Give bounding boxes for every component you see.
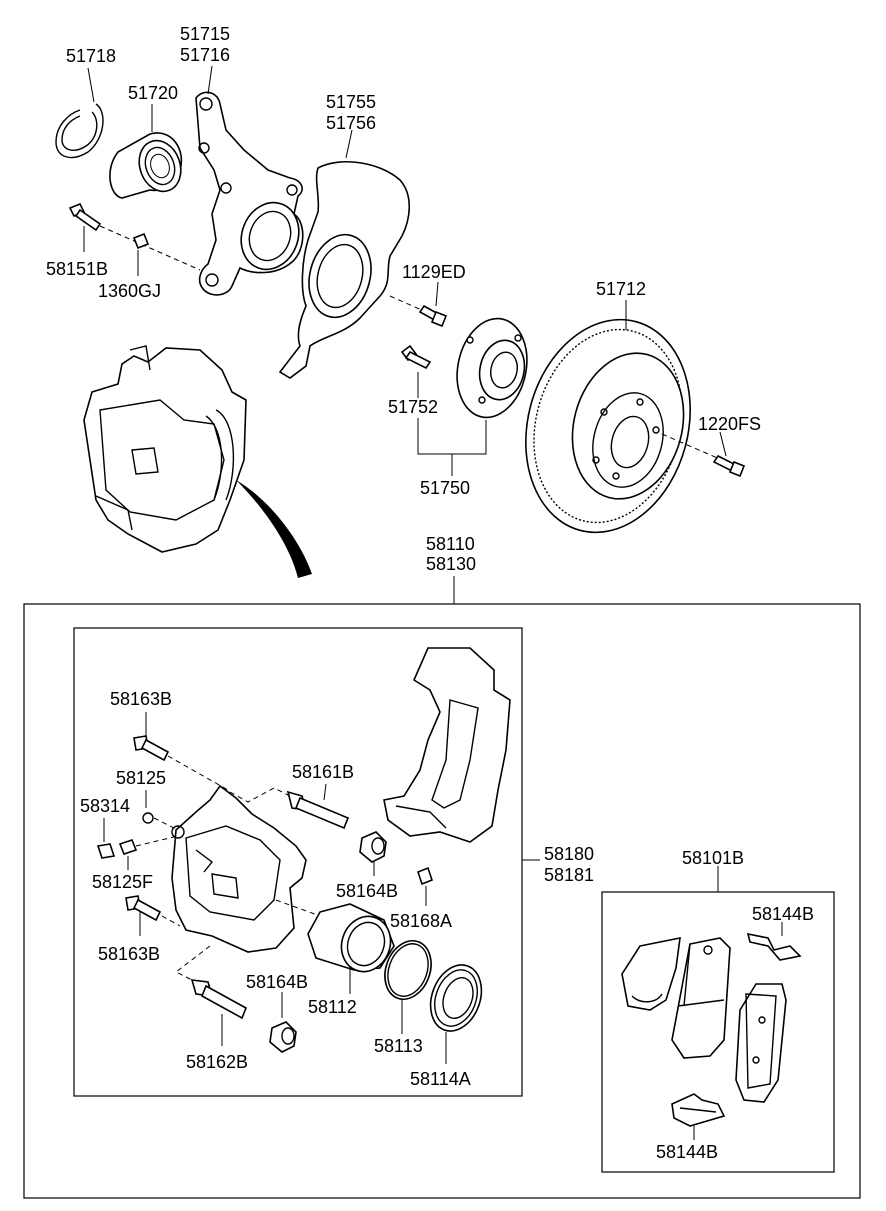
label-58181: 58181 [544,865,594,885]
caliper-body [171,784,321,953]
label-1220FS: 1220FS [698,414,761,434]
guide-bolt-58163B-top [133,712,229,791]
wheel-bearing-51720 [109,104,183,199]
label-51752: 51752 [388,397,438,417]
bolt-58151B [68,202,201,271]
part-labels: 51718 51715 51716 51720 51755 51756 5815… [46,24,814,1162]
guide-bolt-58163B-bottom [125,895,181,936]
label-58151B: 58151B [46,259,108,279]
bolt-1129ED [389,281,448,328]
label-58130: 58130 [426,554,476,574]
brake-disc-51712 [525,300,691,534]
washer-1360GJ [132,232,150,276]
steering-knuckle-51715 [195,65,304,296]
label-51718: 51718 [66,46,116,66]
label-51716: 51716 [180,45,230,65]
pad-clip-58144B-top [746,922,802,961]
label-58164B-bottom: 58164B [246,972,308,992]
label-58113: 58113 [374,1036,423,1056]
snap-ring-51718 [55,67,104,159]
clip-58168A [417,866,433,906]
label-58125: 58125 [116,768,166,788]
label-58163B-bottom: 58163B [98,944,160,964]
pad-clip-58144B-bottom [671,1093,726,1140]
hub-bolt-51752 [400,344,432,398]
label-51755: 51755 [326,92,376,112]
label-51756: 51756 [326,113,376,133]
label-58114A: 58114A [410,1069,471,1089]
label-58163B-top: 58163B [110,689,172,709]
label-58168A: 58168A [390,911,452,931]
piston-seal-58113 [384,940,432,1034]
label-58161B: 58161B [292,762,354,782]
label-51720: 51720 [128,83,178,103]
wheel-hub-51750 [417,317,528,476]
piston-boot-58114A [429,964,483,1064]
pin-boot-58164B-right [359,831,387,876]
label-51715: 51715 [180,24,230,44]
label-1129ED: 1129ED [402,262,466,282]
label-58180: 58180 [544,844,594,864]
caliper-kit-frame [23,603,861,1199]
label-58110: 58110 [426,534,475,554]
label-58101B: 58101B [682,848,744,868]
label-51712: 51712 [596,279,646,299]
label-58162B: 58162B [186,1052,248,1072]
label-58144B-bottom: 58144B [656,1142,718,1162]
caliper-subassembly-frame [73,627,523,1097]
brake-pad-set-58101B [621,936,787,1103]
screw-1220FS [661,431,746,478]
guide-pin-58161B [229,783,350,830]
label-58125F: 58125F [92,872,153,892]
label-58164B-right: 58164B [336,881,398,901]
caliper-piston-58112 [307,903,395,994]
label-58314: 58314 [80,796,130,816]
guide-pin-58162B [175,945,248,1046]
label-58144B-top: 58144B [752,904,814,924]
pin-boot-58164B-bottom [269,992,297,1053]
label-58112: 58112 [308,997,357,1017]
label-1360GJ: 1360GJ [98,281,161,301]
label-51750: 51750 [420,478,470,498]
dust-shield-51755 [278,129,411,379]
caliper-bracket [383,647,511,843]
caliper-assembly-overview [83,345,312,578]
